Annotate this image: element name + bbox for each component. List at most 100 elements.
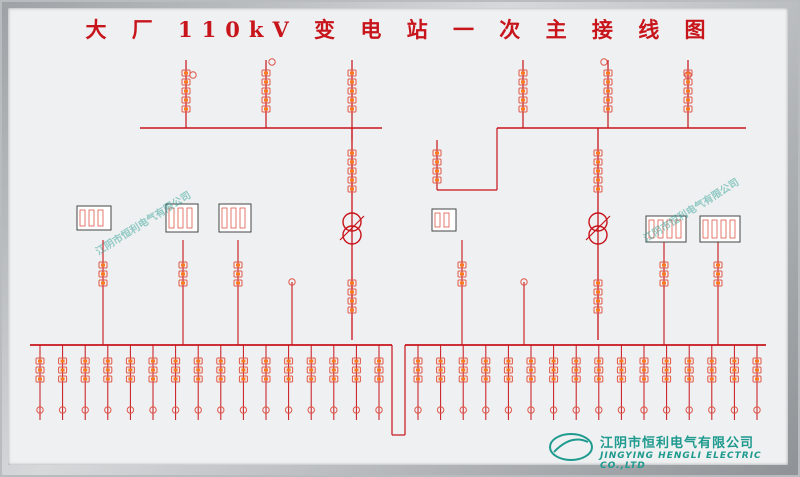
company-name-en: JINGYING HENGLI ELECTRIC CO.,LTD bbox=[600, 451, 762, 471]
right-10kv-feeder-14-cell bbox=[729, 357, 739, 365]
right-10kv-feeder-1-indicator bbox=[438, 368, 443, 372]
capacitor-bank-1-unit bbox=[186, 207, 193, 229]
transformer-1-lv-cell bbox=[347, 297, 357, 305]
left-10kv-feeder-11-indicator bbox=[286, 377, 291, 381]
incoming-right-2-cell bbox=[683, 96, 693, 104]
left-10kv-feeder-ct-14 bbox=[352, 406, 361, 414]
right-10kv-feeder-ct-15 bbox=[753, 406, 761, 414]
incoming-right-2-cell bbox=[683, 69, 693, 77]
right-10kv-feeder-ct-11 bbox=[662, 406, 671, 414]
main-transformer-2-winding-2 bbox=[588, 225, 608, 245]
left-10kv-feeder-13-cell bbox=[329, 366, 339, 374]
aux-left-indicator bbox=[101, 281, 105, 285]
cap-3-cell bbox=[659, 270, 669, 278]
right-10kv-feeder-6-cell bbox=[549, 375, 559, 383]
right-10kv-feeder-4-indicator bbox=[506, 359, 511, 363]
left-10kv-feeder-6-indicator bbox=[173, 368, 178, 372]
right-10kv-feeder-13-cell bbox=[707, 357, 717, 365]
left-10kv-feeder-1-cell bbox=[58, 375, 68, 383]
left-10kv-feeder-0-indicator bbox=[38, 368, 42, 372]
right-10kv-feeder-14-indicator bbox=[732, 368, 737, 372]
bus-coupler-cell bbox=[432, 158, 442, 166]
left-10kv-feeder-ct-8 bbox=[217, 406, 225, 414]
left-10kv-feeder-9-indicator bbox=[241, 377, 246, 381]
right-10kv-feeder-9-cell bbox=[616, 375, 626, 383]
cap-1-indicator bbox=[181, 263, 185, 267]
left-10kv-feeder-14-indicator bbox=[354, 359, 359, 363]
bus-coupler-indicator bbox=[435, 151, 439, 155]
left-10kv-feeder-4-cell bbox=[125, 375, 135, 383]
left-10kv-feeder-2-indicator bbox=[83, 368, 88, 372]
capacitor-bank-1 bbox=[165, 203, 199, 233]
transformer-2-hv-cell bbox=[593, 167, 603, 175]
right-10kv-feeder-2-indicator bbox=[461, 368, 466, 372]
right-10kv-feeder-6-indicator bbox=[551, 377, 556, 381]
right-10kv-feeder-8-indicator bbox=[596, 377, 601, 381]
transformer-2-hv-indicator bbox=[596, 160, 600, 164]
transformer-1-hv-indicator bbox=[350, 178, 354, 182]
incoming-right-1-indicator bbox=[606, 80, 610, 84]
cap-2-indicator bbox=[236, 263, 240, 267]
left-10kv-feeder-3-indicator bbox=[105, 359, 110, 363]
right-10kv-feeder-0-cell bbox=[413, 366, 423, 374]
capacitor-bank-4-unit bbox=[729, 219, 736, 239]
incoming-left-0-cell bbox=[181, 87, 191, 95]
incoming-right-1-cell bbox=[603, 96, 613, 104]
left-10kv-feeder-ct-15 bbox=[375, 406, 383, 414]
incoming-left-1-cell bbox=[261, 78, 271, 86]
left-10kv-feeder-0-cell bbox=[35, 366, 45, 374]
right-10kv-feeder-8-cell bbox=[594, 357, 604, 365]
incoming-left-2-cell bbox=[347, 96, 357, 104]
left-10kv-feeder-7-indicator bbox=[196, 359, 201, 363]
left-10kv-feeder-2-cell bbox=[80, 375, 90, 383]
incoming-left-0-cell bbox=[181, 96, 191, 104]
right-10kv-feeder-ct-0 bbox=[414, 406, 422, 414]
main-transformer-1-tap-arrow bbox=[339, 215, 365, 241]
incoming-left-2-indicator bbox=[350, 89, 354, 93]
right-10kv-feeder-5-cell bbox=[526, 357, 536, 365]
transformer-2-lv-cell bbox=[593, 306, 603, 314]
capacitor-bank-2-unit bbox=[230, 207, 237, 229]
right-10kv-feeder-12-cell bbox=[684, 366, 694, 374]
left-10kv-feeder-ct-12 bbox=[307, 406, 315, 414]
left-10kv-feeder-6-indicator bbox=[173, 359, 178, 363]
left-10kv-feeder-1-indicator bbox=[60, 377, 65, 381]
left-10kv-feeder-ct-9 bbox=[239, 406, 248, 414]
incoming-left-1-indicator bbox=[264, 89, 268, 93]
right-10kv-feeder-13-cell bbox=[707, 366, 717, 374]
left-10kv-feeder-14-cell bbox=[351, 375, 361, 383]
right-10kv-feeder-11-indicator bbox=[664, 368, 669, 372]
transformer-1-lv-cell bbox=[347, 288, 357, 296]
transformer-2-lv-indicator bbox=[596, 299, 600, 303]
station-transformer-2 bbox=[520, 278, 528, 286]
cap-4-cell bbox=[713, 279, 723, 287]
left-10kv-feeder-14-cell bbox=[351, 357, 361, 365]
aux-left-cell bbox=[98, 279, 108, 287]
main-transformer-2-tap-arrow bbox=[585, 215, 611, 241]
left-10kv-feeder-10-indicator bbox=[264, 359, 268, 363]
left-10kv-feeder-2-cell bbox=[80, 357, 90, 365]
hl-logo-icon bbox=[549, 433, 593, 461]
left-10kv-feeder-14-indicator bbox=[354, 368, 359, 372]
incoming-right-1-indicator bbox=[606, 107, 610, 111]
incoming-right-2-indicator bbox=[686, 89, 690, 93]
left-10kv-feeder-13-cell bbox=[329, 357, 339, 365]
right-10kv-feeder-ct-4 bbox=[504, 406, 513, 414]
right-10kv-feeder-ct-1 bbox=[436, 406, 445, 414]
incoming-right-1-cell bbox=[603, 69, 613, 77]
right-10kv-feeder-5-cell bbox=[526, 375, 536, 383]
incoming-right-1-cell bbox=[603, 105, 613, 113]
incoming-right-0-cell bbox=[518, 105, 528, 113]
left-10kv-feeder-12-cell bbox=[306, 357, 316, 365]
transformer-1-hv-cell bbox=[347, 176, 357, 184]
right-10kv-feeder-15-cell bbox=[752, 366, 762, 374]
cap-4-indicator bbox=[716, 263, 720, 267]
right-10kv-feeder-5-indicator bbox=[529, 359, 533, 363]
incoming-left-2-cell bbox=[347, 69, 357, 77]
right-10kv-feeder-7-cell bbox=[571, 375, 581, 383]
right-10kv-feeder-0-cell bbox=[413, 357, 423, 365]
cap-2-cell bbox=[233, 279, 243, 287]
pt-left bbox=[189, 71, 197, 79]
right-10kv-feeder-2-cell bbox=[458, 366, 468, 374]
aux-right-cell bbox=[457, 270, 467, 278]
